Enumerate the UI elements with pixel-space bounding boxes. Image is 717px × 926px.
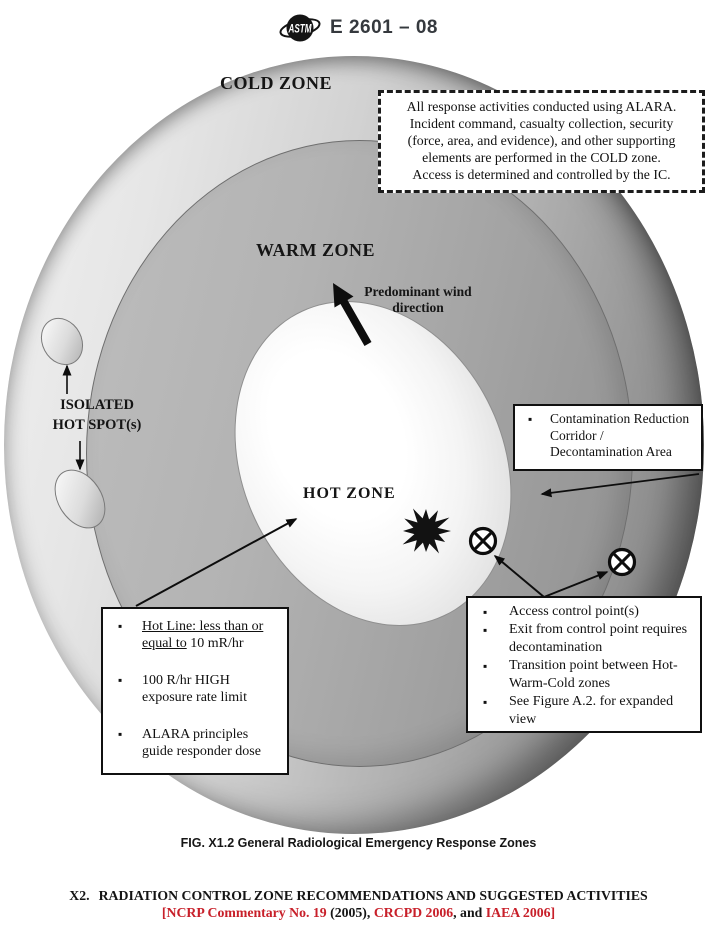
isolated-hot-spots-label: ISOLATED HOT SPOT(s) <box>52 397 142 433</box>
list-item: ▪ Exit from control point requires decon… <box>483 621 698 657</box>
list-item: ▪ See Figure A.2. for expanded view <box>483 693 698 729</box>
reference-ncrp: [NCRP Commentary No. 19 <box>161 905 327 920</box>
reference-crcpd: CRCPD 2006 <box>373 905 454 920</box>
alara-note-box: All response activities conducted using … <box>378 90 705 193</box>
list-item: ▪ Hot Line: less than or equal to 10 mR/… <box>118 618 283 652</box>
bullet-icon: ▪ <box>118 673 123 687</box>
exposure-limit-item-text: 100 R/hr HIGH exposure rate limit <box>142 673 247 705</box>
list-item: ▪ Access control point(s) <box>483 603 698 621</box>
section-number: X2. <box>69 888 90 903</box>
reference-iaea: IAEA 2006] <box>485 905 556 920</box>
wind-direction-label: Predominant wind direction <box>364 284 472 315</box>
bullet-icon: ▪ <box>118 619 123 633</box>
list-item: ▪ ALARA principles guide responder dose <box>118 726 283 760</box>
access-item-text: Access control point(s) <box>509 604 639 619</box>
astm-logo-icon: ASTM <box>279 14 321 42</box>
bullet-icon: ▪ <box>118 727 123 741</box>
see-figure-item-text: See Figure A.2. for expanded view <box>509 694 674 727</box>
exit-item-text: Exit from control point requires deconta… <box>509 622 688 655</box>
hot-zone-label: HOT ZONE <box>303 485 396 502</box>
page-header: ASTM E 2601 – 08 <box>0 8 717 48</box>
bullet-icon: ▪ <box>483 695 488 709</box>
transition-item-text: Transition point between Hot- Warm-Cold … <box>509 658 678 691</box>
cold-zone-label: COLD ZONE <box>220 73 333 93</box>
list-item: ▪ 100 R/hr HIGH exposure rate limit <box>118 672 283 706</box>
list-item: ▪ Transition point between Hot- Warm-Col… <box>483 657 698 693</box>
figure-caption: FIG. X1.2 General Radiological Emergency… <box>180 836 537 850</box>
alara-principles-item-text: ALARA principles guide responder dose <box>142 727 261 759</box>
bullet-icon: ▪ <box>483 623 488 637</box>
hot-line-item-text: Hot Line: less than or equal to 10 mR/hr <box>142 619 264 651</box>
access-control-box: ▪ Access control point(s) ▪ Exit from co… <box>466 596 702 733</box>
hot-line-info-box: ▪ Hot Line: less than or equal to 10 mR/… <box>101 607 289 775</box>
contamination-corridor-box: ▪ Contamination Reduction Corridor / Dec… <box>513 404 703 471</box>
bullet-icon: ▪ <box>483 659 488 673</box>
warm-zone-label: WARM ZONE <box>256 240 376 260</box>
svg-text:ASTM: ASTM <box>288 24 312 36</box>
section-title: RADIATION CONTROL ZONE RECOMMENDATIONS A… <box>98 888 648 903</box>
document-number: E 2601 – 08 <box>330 17 438 38</box>
section-heading: X2. RADIATION CONTROL ZONE RECOMMENDATIO… <box>0 888 717 904</box>
bullet-icon: ▪ <box>528 412 533 426</box>
contamination-corridor-text: Contamination Reduction Corridor / Decon… <box>550 411 690 459</box>
bullet-icon: ▪ <box>483 605 488 619</box>
section-references: [NCRP Commentary No. 19 (2005), CRCPD 20… <box>161 905 556 920</box>
